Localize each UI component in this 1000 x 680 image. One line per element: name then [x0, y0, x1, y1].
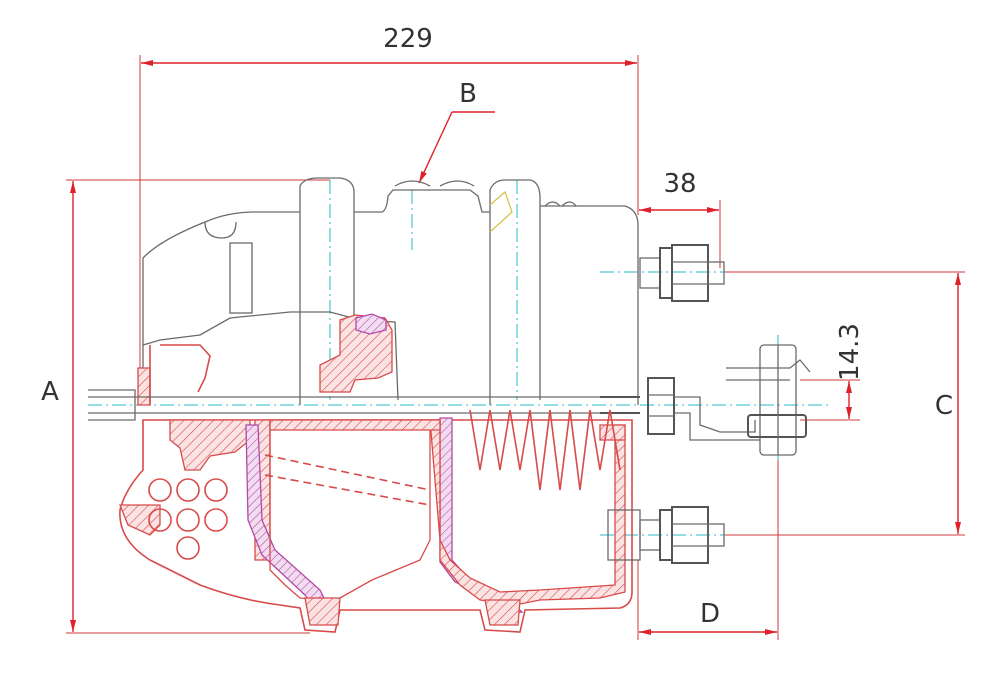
service-chamber-housing	[119, 417, 633, 633]
overall-length-label: 229	[383, 24, 433, 54]
spring-piston-section	[137, 313, 393, 406]
rod-height-label: 14.3	[835, 323, 865, 381]
mounting-bolt-upper	[639, 244, 725, 302]
dimension-rod-offset: 38	[639, 169, 721, 268]
dimension-a: A	[41, 179, 330, 634]
dimension-c: C	[720, 271, 965, 536]
label-a: A	[41, 377, 59, 407]
dimension-overall-length: 229	[139, 24, 639, 405]
label-b: B	[459, 79, 477, 109]
label-c: C	[935, 391, 953, 421]
clevis-yoke	[647, 344, 811, 456]
rod-offset-label: 38	[663, 169, 696, 199]
power-spring	[264, 409, 621, 506]
mounting-bolt-lower	[607, 506, 725, 564]
callout-b: B	[418, 79, 495, 184]
return-spring	[148, 478, 228, 560]
dimension-rod-height: 14.3	[800, 323, 865, 421]
push-rod	[88, 389, 640, 421]
label-d: D	[700, 599, 720, 629]
centerlines	[88, 180, 830, 536]
